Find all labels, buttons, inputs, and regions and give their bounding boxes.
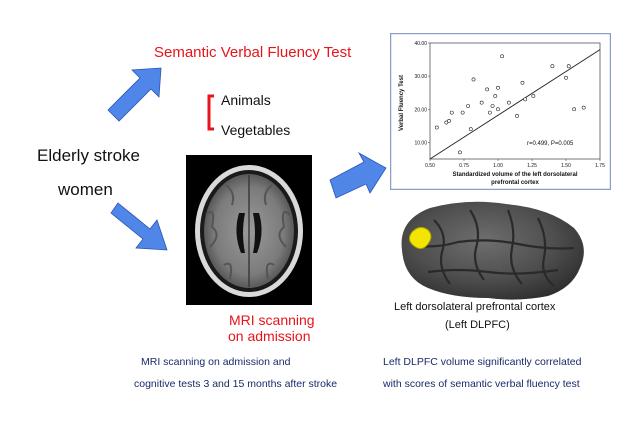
- data-point: [490, 104, 495, 108]
- dlpfc-highlight: [408, 226, 432, 250]
- x-tick-label: 1.25: [527, 163, 537, 169]
- y-axis-label: Verbal Fluency Test: [399, 75, 405, 131]
- data-point: [550, 64, 555, 69]
- semantic-fluency-title: Semantic Verbal Fluency Test: [154, 44, 352, 61]
- data-point: [515, 114, 519, 118]
- elderly-stroke-label: Elderly stroke: [37, 146, 140, 165]
- data-point: [496, 107, 500, 112]
- data-point: [493, 94, 498, 98]
- women-label: women: [58, 180, 113, 199]
- y-tick-label: 20.00: [414, 107, 427, 113]
- vegetables-label: Vegetables: [221, 122, 291, 138]
- data-point: [520, 80, 525, 85]
- data-point: [468, 127, 473, 132]
- data-point: [566, 64, 571, 69]
- bottom-right-caption-line1: Left DLPFC volume significantly correlat…: [383, 356, 582, 368]
- bottom-left-caption-line2: cognitive tests 3 and 15 months after st…: [134, 378, 338, 390]
- brain-3d-rendering: [401, 201, 584, 300]
- data-point: [444, 120, 449, 125]
- data-point: [581, 105, 586, 110]
- data-point: [531, 94, 536, 98]
- data-point: [479, 100, 484, 105]
- on-admission-label: on admission: [228, 328, 311, 344]
- dlpfc-caption-line2: (Left DLPFC): [445, 319, 510, 331]
- x-tick-label: 1.50: [561, 163, 571, 169]
- cortex-surface: [401, 201, 584, 300]
- y-tick-label: 10.00: [414, 140, 427, 146]
- mri-scanning-label: MRI scanning: [229, 312, 315, 328]
- mri-brain-image: [186, 155, 312, 305]
- regression-line: [429, 49, 601, 160]
- data-point: [458, 150, 462, 155]
- data-point: [447, 118, 451, 123]
- y-tick-label: 40.00: [414, 41, 427, 47]
- data-point: [500, 54, 504, 59]
- x-axis-label-line1: Standardized volume of the left dorsolat…: [452, 172, 577, 178]
- bottom-right-caption-line2: with scores of semantic verbal fluency t…: [383, 378, 580, 390]
- arrow-up-right: [107, 67, 162, 122]
- x-tick-label: 0.50: [425, 163, 435, 169]
- data-point: [466, 104, 470, 108]
- data-point: [487, 110, 492, 115]
- x-tick-label: 0.75: [459, 163, 469, 169]
- data-point: [449, 110, 454, 115]
- data-point: [496, 85, 500, 90]
- plot-area: [429, 42, 601, 160]
- x-tick-label: 1.75: [595, 163, 605, 169]
- arrow-down-right: [110, 202, 168, 251]
- data-point: [434, 125, 439, 130]
- arrow-right-to-plot: [329, 151, 387, 199]
- data-point: [572, 107, 577, 112]
- data-point: [506, 100, 511, 105]
- bottom-left-caption-line1: MRI scanning on admission and: [141, 356, 291, 368]
- data-point: [523, 97, 528, 102]
- data-point: [460, 110, 465, 115]
- correlation-annotation: r=0.499, P=0.005: [527, 141, 574, 147]
- dlpfc-caption-line1: Left dorsolateral prefrontal cortex: [394, 301, 556, 313]
- data-point: [471, 77, 476, 82]
- cortex-sulci: [415, 209, 575, 287]
- y-tick-label: 30.00: [414, 74, 427, 80]
- red-bracket: [207, 94, 214, 131]
- x-tick-label: 1.00: [493, 163, 503, 169]
- data-point: [564, 75, 568, 80]
- x-axis-label-line2: prefrontal cortex: [491, 180, 539, 186]
- scatter-plot: 0.50 0.75 1.00 1.25 1.50 1.75 10.00 20.00 30.00 4…: [390, 33, 611, 190]
- animals-label: Animals: [221, 92, 271, 108]
- data-point: [485, 87, 490, 92]
